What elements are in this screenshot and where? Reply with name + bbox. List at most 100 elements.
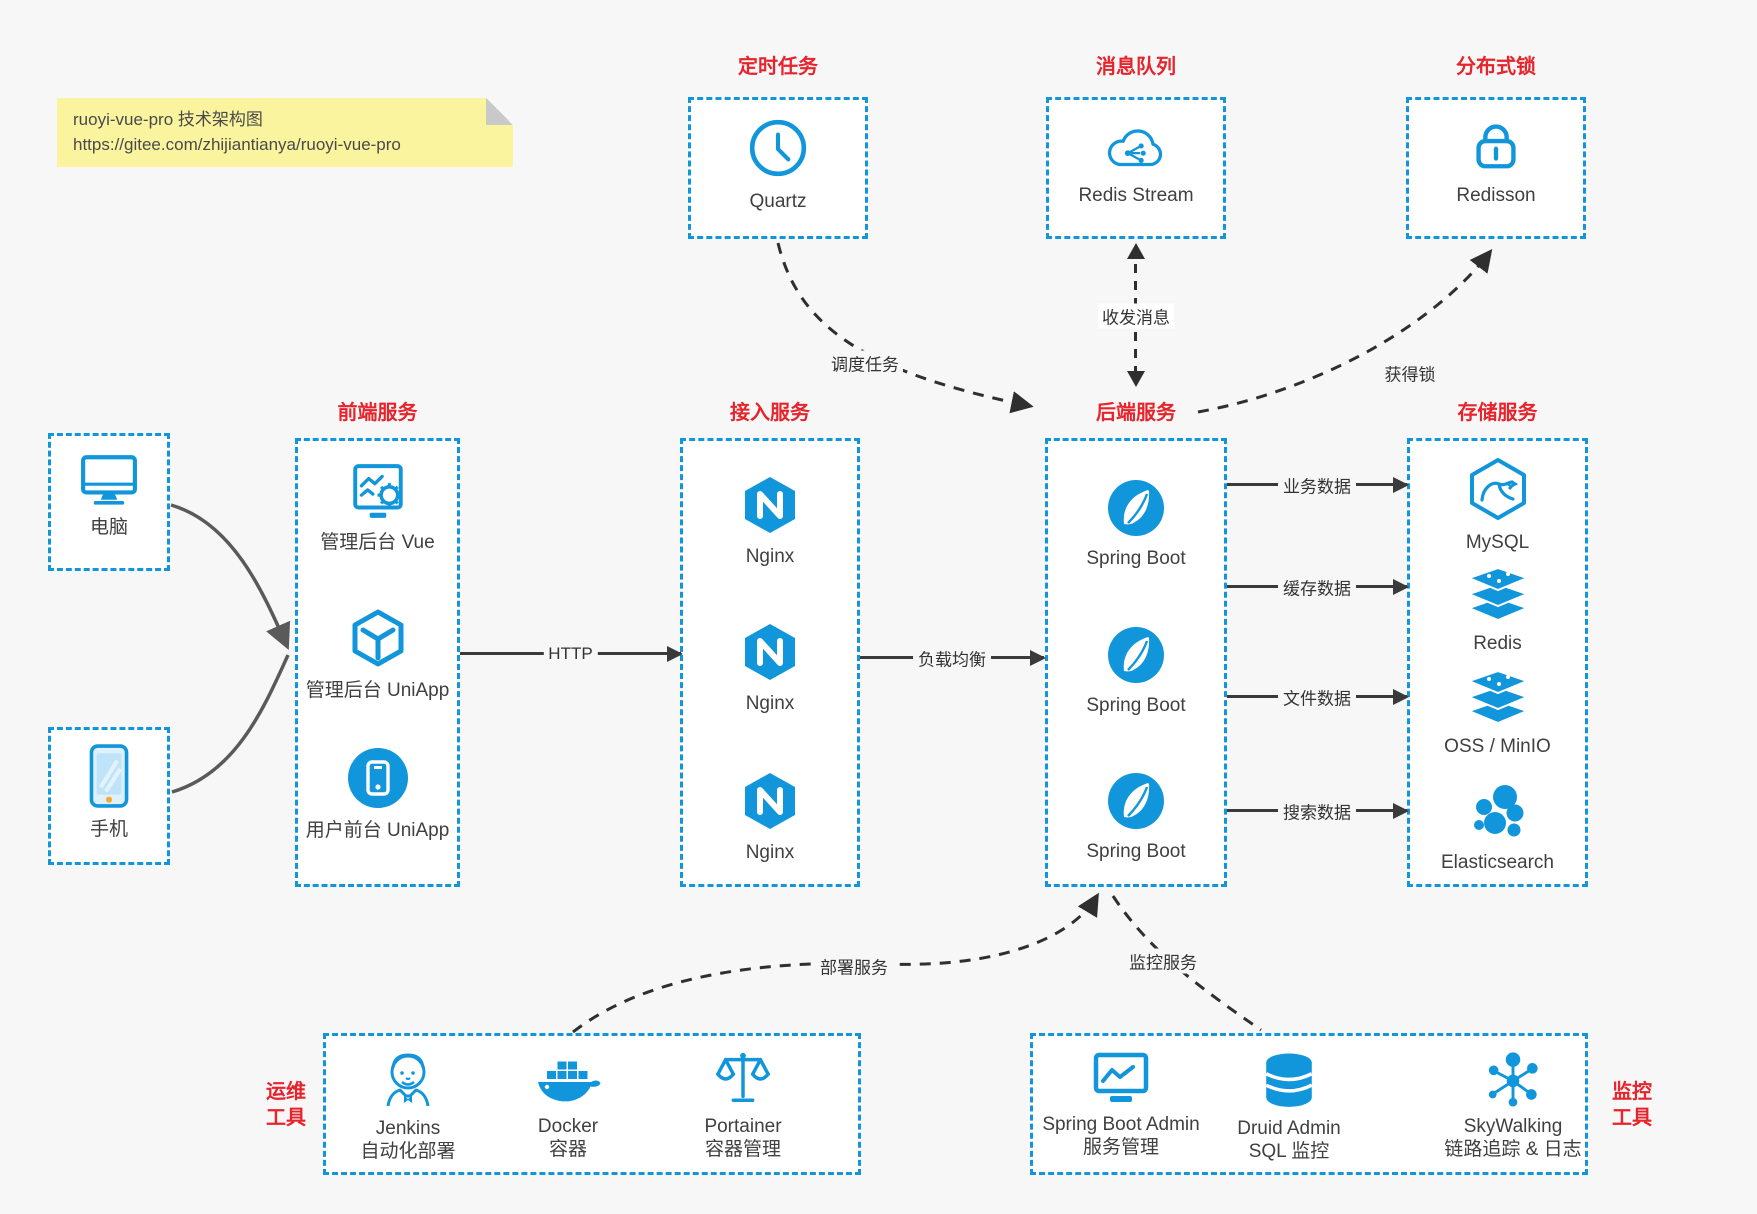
node-label: Portainer <box>704 1116 782 1137</box>
node-label: 管理后台 Vue <box>320 532 435 553</box>
box-message-queue: Redis Stream <box>1046 97 1226 239</box>
admin-vue-icon <box>348 463 408 526</box>
sba-icon <box>1091 1050 1151 1111</box>
box-backend: Spring Boot Spring Boot Spring Boot <box>1045 438 1227 887</box>
spring-boot-icon <box>1107 772 1165 835</box>
business-data-arrow: 业务数据 <box>1227 472 1409 497</box>
docker-icon <box>535 1054 601 1111</box>
box-client-mobile: 手机 <box>48 727 170 865</box>
node-label: 电脑 <box>89 517 128 538</box>
file-data-arrow: 文件数据 <box>1227 684 1409 709</box>
uniapp-cube-icon <box>347 607 409 674</box>
box-frontend: 管理后台 Vue 管理后台 UniApp 用户前台 UniApp <box>295 438 460 887</box>
clock-icon <box>746 116 810 185</box>
mysql-icon <box>1466 457 1530 526</box>
side-title-line: 工具 <box>1612 1107 1652 1129</box>
group-title-distributed-lock: 分布式锁 <box>1456 56 1536 78</box>
group-title-access: 接入服务 <box>730 402 810 424</box>
node-label: MySQL <box>1465 532 1530 553</box>
skywalking-icon <box>1484 1050 1542 1113</box>
node-label: Docker <box>537 1116 599 1137</box>
note-fold-corner <box>486 98 513 125</box>
spring-boot-icon <box>1107 479 1165 542</box>
node-label: Spring Boot <box>1086 548 1186 569</box>
group-title-storage: 存储服务 <box>1457 402 1538 424</box>
note-title: ruoyi-vue-pro 技术架构图 <box>73 110 263 129</box>
node-label: 用户前台 UniApp <box>305 820 450 841</box>
box-access: Nginx Nginx Nginx <box>680 438 860 887</box>
oss-stack-icon <box>1465 669 1530 730</box>
group-title-scheduled-task: 定时任务 <box>738 56 818 78</box>
node-label: Redis Stream <box>1078 185 1194 206</box>
side-title-line: 运维 <box>266 1081 306 1103</box>
box-client-pc: 电脑 <box>48 433 170 571</box>
node-label: Nginx <box>745 546 795 567</box>
box-scheduled-task: Quartz <box>688 97 868 239</box>
node-sublabel: 容器管理 <box>704 1139 781 1160</box>
load-balance-label: 负载均衡 <box>913 645 991 670</box>
side-title-ops-tools: 运维 工具 <box>258 1079 314 1131</box>
node-label: 手机 <box>89 819 128 840</box>
box-monitor-tools: Spring Boot Admin 服务管理 Druid Admin SQL 监… <box>1030 1033 1588 1175</box>
druid-icon <box>1262 1052 1316 1115</box>
jenkins-icon <box>380 1048 436 1115</box>
phone-icon <box>88 744 130 813</box>
cache-data-arrow: 缓存数据 <box>1227 574 1409 599</box>
schedule-task-label: 调度任务 <box>827 350 903 376</box>
node-label: Redis <box>1473 633 1522 654</box>
cloud-stream-icon <box>1103 122 1169 179</box>
arrowhead-right-icon <box>1393 578 1409 595</box>
desktop-icon <box>80 452 138 511</box>
group-title-frontend: 前端服务 <box>337 402 418 424</box>
group-title-message-queue: 消息队列 <box>1096 56 1176 78</box>
node-sublabel: SQL 监控 <box>1248 1141 1330 1162</box>
node-label: Druid Admin <box>1237 1118 1341 1139</box>
pc-to-frontend-connector <box>170 503 291 650</box>
sticky-note: ruoyi-vue-pro 技术架构图 https://gitee.com/zh… <box>57 98 513 167</box>
node-label: Quartz <box>749 191 807 212</box>
search-data-label: 搜索数据 <box>1278 798 1356 823</box>
node-label: Nginx <box>745 842 795 863</box>
node-label: Elasticsearch <box>1441 852 1554 873</box>
redis-stack-icon <box>1465 566 1530 627</box>
arrowhead-right-icon <box>1393 476 1409 493</box>
http-label: HTTP <box>543 643 598 664</box>
arrowhead-down-icon <box>1126 371 1145 387</box>
search-data-arrow: 搜索数据 <box>1227 798 1409 823</box>
user-app-icon <box>347 747 409 814</box>
spring-boot-icon <box>1107 626 1165 689</box>
note-url: https://gitee.com/zhijiantianya/ruoyi-vu… <box>73 135 401 154</box>
schedule-task-connector <box>776 242 1034 414</box>
acquire-lock-label: 获得锁 <box>1380 360 1440 386</box>
group-title-backend: 后端服务 <box>1096 402 1176 424</box>
arrowhead-right-icon <box>1030 649 1046 666</box>
node-label: Jenkins <box>375 1118 441 1139</box>
side-title-monitor-tools: 监控 工具 <box>1604 1079 1660 1131</box>
arrowhead-right-icon <box>1393 802 1409 819</box>
box-storage: MySQL Redis OSS <box>1407 438 1588 887</box>
node-label: SkyWalking <box>1463 1116 1563 1137</box>
node-label: Spring Boot Admin <box>1042 1114 1200 1135</box>
lock-icon <box>1466 114 1526 179</box>
node-label: Spring Boot <box>1086 695 1186 716</box>
node-label: Redisson <box>1456 185 1536 206</box>
node-label: OSS / MinIO <box>1444 736 1551 757</box>
node-sublabel: 容器 <box>548 1139 587 1160</box>
node-sublabel: 服务管理 <box>1082 1137 1159 1158</box>
cache-data-label: 缓存数据 <box>1278 574 1356 599</box>
arrowhead-right-icon <box>667 645 683 662</box>
deploy-service-label: 部署服务 <box>816 953 892 979</box>
node-label: Nginx <box>745 693 795 714</box>
nginx-icon <box>741 771 799 836</box>
http-arrow: HTTP <box>460 643 683 664</box>
side-title-line: 监控 <box>1612 1081 1652 1103</box>
monitor-service-label: 监控服务 <box>1125 948 1201 974</box>
nginx-icon <box>741 622 799 687</box>
node-label: 管理后台 UniApp <box>305 680 450 701</box>
business-data-label: 业务数据 <box>1278 472 1356 497</box>
box-ops-tools: Jenkins 自动化部署 Docker 容器 <box>323 1033 861 1175</box>
node-sublabel: 链路追踪 & 日志 <box>1444 1139 1582 1160</box>
arrowhead-right-icon <box>1393 688 1409 705</box>
box-distributed-lock: Redisson <box>1406 97 1586 239</box>
